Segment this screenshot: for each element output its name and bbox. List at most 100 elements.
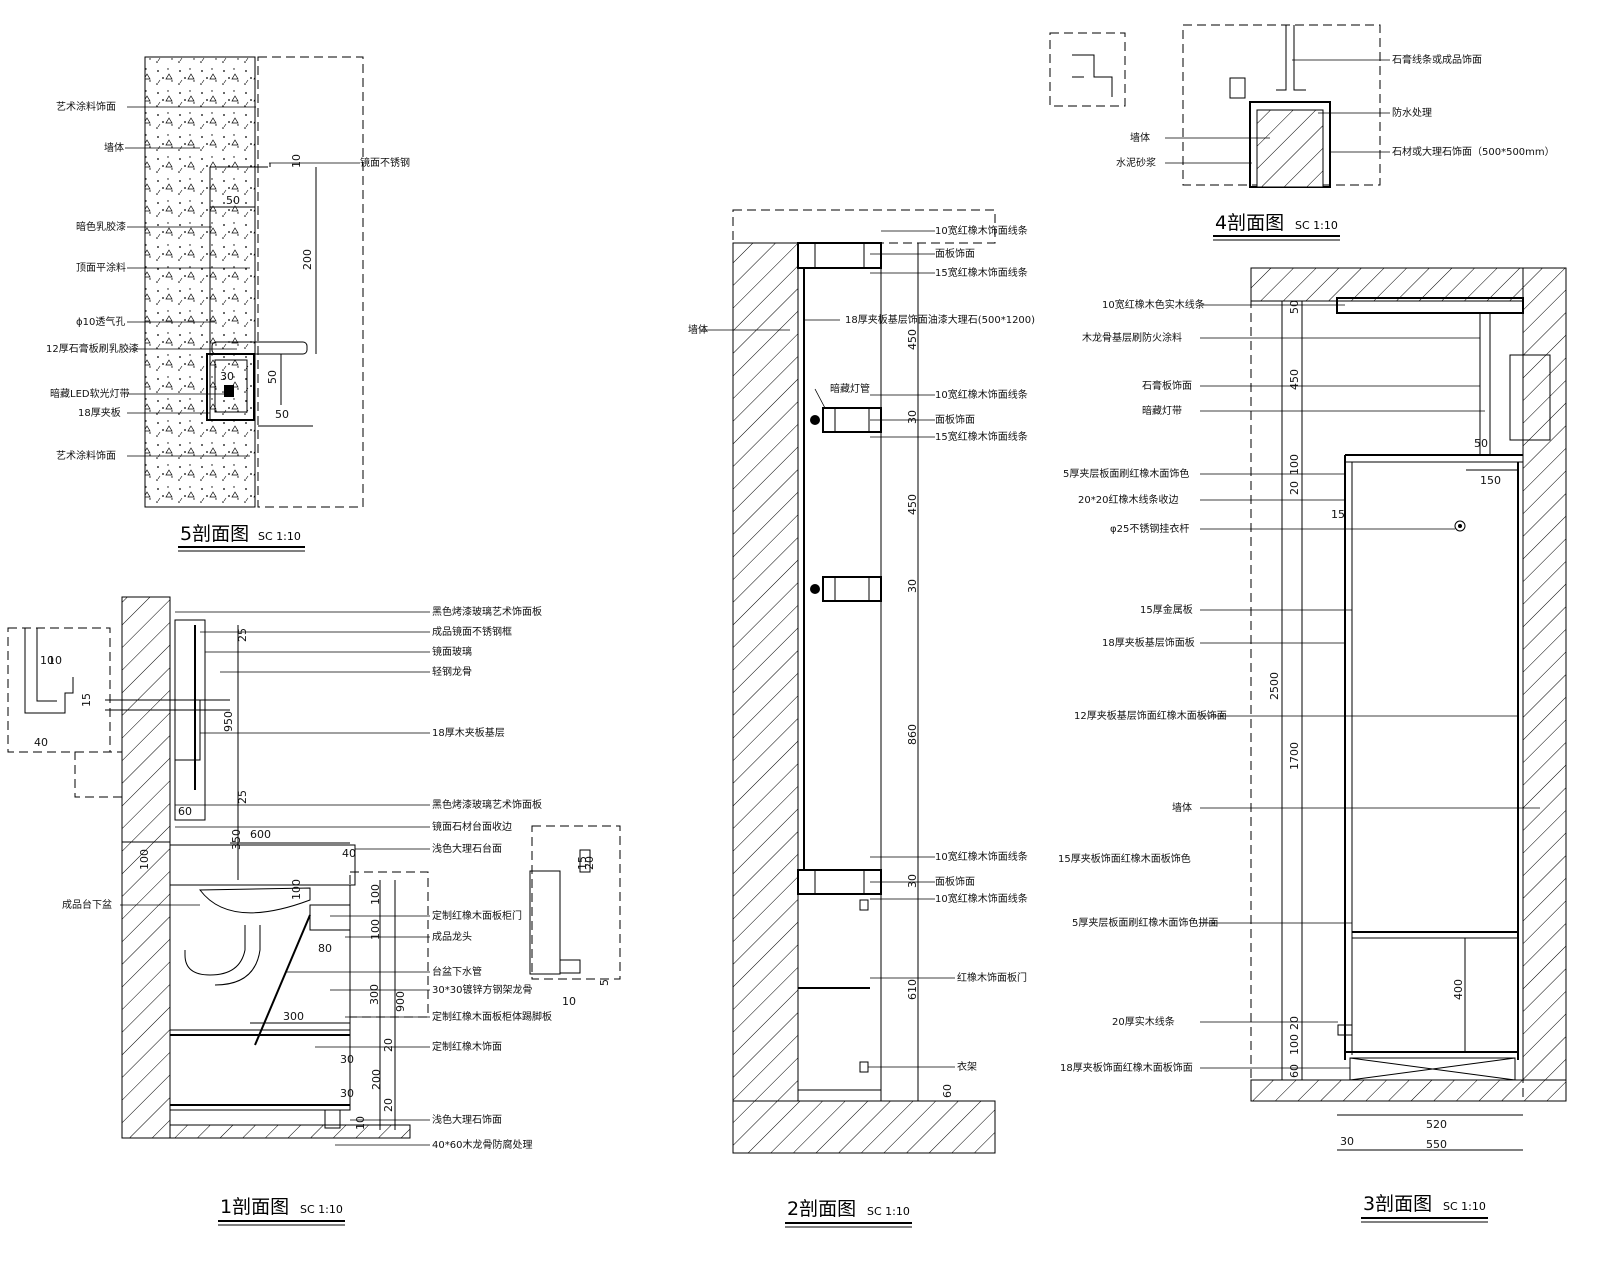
s1-dim-21: 200 (370, 1069, 383, 1090)
s1-label-9: 成品台下盆 (62, 898, 112, 911)
s3-dim-8: 2500 (1268, 672, 1281, 700)
s3-dim-12: 100 (1288, 1034, 1301, 1055)
s5-wall (144, 56, 256, 508)
s1-dim-2: 10 (48, 654, 62, 667)
s3-wall (1522, 267, 1567, 1102)
s2-label-1: 10宽红橡木饰面线条 (935, 224, 1028, 237)
s2-label-13: 红橡木饰面板门 (957, 971, 1027, 984)
s1-dim-23: 30 (340, 1087, 354, 1100)
s3-leaders (1200, 304, 1540, 1069)
s1-dim-10: 100 (138, 849, 151, 870)
s1-dim-12: 350 (230, 829, 243, 850)
s3-dim-14: 520 (1426, 1118, 1447, 1131)
s2-dim-8: 60 (941, 1084, 954, 1098)
s4-label-3: 墙体 (1130, 131, 1150, 144)
s5-label-7: 12厚石膏板刷乳胶漆 (46, 342, 139, 355)
s3-dim-1: 50 (1288, 300, 1301, 314)
s1-label-6: 黑色烤漆玻璃艺术饰面板 (432, 798, 542, 811)
s4-label-5: 水泥砂浆 (1116, 156, 1156, 169)
s2-label-5: 18厚夹板基层饰面油漆大理石(500*1200) (845, 313, 1035, 326)
s1-dim-7: 25 (236, 790, 249, 804)
s1-dim-5: 25 (236, 628, 249, 642)
s2-label-4: 墙体 (688, 323, 708, 336)
s1-leaders (120, 611, 430, 1146)
s3-title: 3剖面图 (1363, 1193, 1432, 1215)
s2-label-6: 暗藏灯管 (830, 382, 870, 395)
s1-label-5: 18厚木夹板基层 (432, 726, 505, 739)
s3-dim-5: 20 (1288, 481, 1301, 495)
s1-dim-4: 40 (34, 736, 48, 749)
s1-title: 1剖面图 (220, 1196, 289, 1218)
s2-floor (732, 1100, 996, 1154)
s2-label-9: 15宽红橡木饰面线条 (935, 430, 1028, 443)
s2-title: 2剖面图 (787, 1198, 856, 1220)
s1-scale: SC 1:10 (300, 1203, 343, 1216)
s3-label-15: 18厚夹板饰面红橡木面板饰面 (1060, 1061, 1193, 1074)
s1-wall-upper (121, 596, 171, 843)
s3-label-11: 墙体 (1172, 801, 1192, 814)
s1-dim-26: 15 (576, 856, 589, 870)
s3-label-6: 20*20红橡木线条收边 (1078, 493, 1178, 506)
s4-label-1: 石膏线条或成品饰面 (1392, 53, 1482, 66)
s4-title: 4剖面图 (1215, 212, 1284, 234)
s2-dim-1: 450 (906, 329, 919, 350)
s2-label-2: 面板饰面 (935, 247, 975, 260)
s3-floor (1250, 1079, 1567, 1102)
s3-dim-7: 150 (1480, 474, 1501, 487)
s2-scale: SC 1:10 (867, 1205, 910, 1218)
s1-label-1: 黑色烤漆玻璃艺术饰面板 (432, 605, 542, 618)
s1-label-2: 成品镜面不锈钢框 (432, 625, 512, 638)
s1-dim-3: 15 (80, 693, 93, 707)
s2-label-7: 10宽红橡木饰面线条 (935, 388, 1028, 401)
s1-dim-28: 10 (562, 995, 576, 1008)
s5-dim-5: 50 (266, 370, 279, 384)
s3-dim-13: 60 (1288, 1064, 1301, 1078)
s5-scale: SC 1:10 (258, 530, 301, 543)
s2-dim-3: 450 (906, 494, 919, 515)
s1-label-17: 40*60木龙骨防腐处理 (432, 1138, 532, 1151)
s5-ceiling-outline (257, 56, 364, 508)
s2-dim-5: 860 (906, 724, 919, 745)
s3-label-9: 18厚夹板基层饰面板 (1102, 636, 1195, 649)
s5-label-3: 镜面不锈钢 (360, 156, 410, 169)
s3-label-8: 15厚金属板 (1140, 603, 1193, 616)
s3-label-1: 10宽红橡木色实木线条 (1102, 298, 1205, 311)
s3-label-14: 20厚实木线条 (1112, 1015, 1175, 1028)
s3-scale: SC 1:10 (1443, 1200, 1486, 1213)
s3-dim-6: 15 (1331, 508, 1345, 521)
s2-label-12: 10宽红橡木饰面线条 (935, 892, 1028, 905)
s4-label-4: 石材或大理石饰面（500*500mm） (1392, 145, 1555, 158)
s1-label-16: 浅色大理石饰面 (432, 1113, 502, 1126)
s1-detail-box-b (531, 825, 621, 980)
s2-dim-2: 30 (906, 410, 919, 424)
s3-dim-15: 30 (1340, 1135, 1354, 1148)
s2-dim-7: 610 (906, 979, 919, 1000)
s1-dim-29: 10 (354, 1116, 367, 1130)
s1-label-4: 轻钢龙骨 (432, 665, 472, 678)
s5-label-8: 暗藏LED软光灯带 (50, 387, 130, 400)
s2-label-14: 衣架 (957, 1060, 977, 1073)
s5-label-2: 墙体 (104, 141, 124, 154)
s1-dim-14: 100 (369, 884, 382, 905)
s4-label-2: 防水处理 (1392, 106, 1432, 119)
s2-leaders (700, 230, 955, 1068)
s5-title: 5剖面图 (180, 523, 249, 545)
s3-dim-11: 20 (1288, 1016, 1301, 1030)
s2-label-11: 面板饰面 (935, 875, 975, 888)
s1-dim-20: 30 (340, 1053, 354, 1066)
s2-dim-6: 30 (906, 874, 919, 888)
s1-dim-17: 80 (318, 942, 332, 955)
s3-label-5: 5厚夹层板面刷红橡木面饰色 (1063, 467, 1189, 480)
s1-dim-24: 20 (382, 1098, 395, 1112)
section-5: 艺术涂料饰面 墙体 镜面不锈钢 暗色乳胶漆 顶面平涂料 ϕ10透气孔 12厚石膏… (46, 56, 410, 552)
s3-dim-4: 100 (1288, 454, 1301, 475)
s3-ceiling (1250, 267, 1567, 302)
s3-label-2: 木龙骨基层刷防火涂料 (1082, 331, 1182, 344)
s3-dim-3: 50 (1474, 437, 1488, 450)
s5-dim-2: 50 (226, 194, 240, 207)
s1-dim-22: 20 (382, 1038, 395, 1052)
s3-label-7: φ25不锈钢挂衣杆 (1110, 522, 1189, 535)
s2-label-3: 15宽红橡木饰面线条 (935, 266, 1028, 279)
s1-label-13: 30*30镀锌方钢架龙骨 (432, 983, 532, 996)
s3-label-12: 15厚夹板饰面红橡木面板饰色 (1058, 852, 1191, 865)
